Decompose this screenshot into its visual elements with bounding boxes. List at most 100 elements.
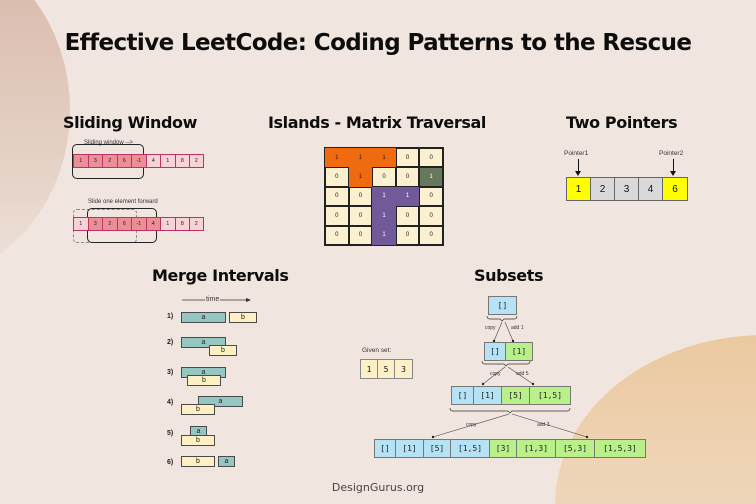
array-cell: 5 bbox=[378, 360, 395, 378]
interval-b: b bbox=[187, 375, 221, 386]
matrix-cell: 0 bbox=[395, 148, 420, 168]
subset-cell: [1,5] bbox=[451, 440, 490, 457]
array-cell: 3 bbox=[87, 154, 102, 168]
array-cell: 6 bbox=[116, 217, 131, 231]
array-cell: 3 bbox=[87, 217, 102, 231]
subset-cell: [1,5,3] bbox=[595, 440, 645, 457]
edge-label-copy: copy bbox=[466, 422, 477, 428]
sliding-window-array-1: 1 3 2 6 -1 4 1 8 2 bbox=[73, 154, 204, 168]
decorative-blob-right bbox=[555, 335, 756, 504]
array-cell: 1 bbox=[361, 360, 378, 378]
array-cell: 3 bbox=[615, 178, 639, 200]
matrix-cell: 1 bbox=[325, 148, 349, 168]
array-cell: 1 bbox=[160, 154, 175, 168]
array-cell: 6 bbox=[663, 178, 687, 200]
matrix-cell: 1 bbox=[348, 167, 373, 187]
pointer2-label: Pointer2 bbox=[659, 150, 684, 157]
matrix-cell: 0 bbox=[395, 167, 420, 187]
matrix-cell: 0 bbox=[395, 225, 420, 245]
islands-title: Islands - Matrix Traversal bbox=[268, 113, 486, 132]
subset-cell: [] bbox=[375, 440, 396, 457]
case-label: 6) bbox=[167, 459, 174, 466]
array-cell: 2 bbox=[102, 154, 117, 168]
time-axis-label: time bbox=[205, 296, 221, 303]
subset-cell: [1,5] bbox=[530, 387, 570, 404]
subset-cell: [5,3] bbox=[556, 440, 595, 457]
island-matrix: 1 1 1 0 0 0 1 0 0 1 0 0 1 1 0 0 0 1 0 0 … bbox=[324, 147, 444, 246]
subsets-title: Subsets bbox=[474, 266, 544, 285]
array-cell: 1 bbox=[567, 178, 591, 200]
array-cell: 8 bbox=[174, 217, 189, 231]
sliding-window-array-2: 1 3 2 6 -1 4 1 8 2 bbox=[73, 217, 204, 231]
array-cell: 1 bbox=[73, 217, 88, 231]
interval-b: b bbox=[181, 456, 215, 467]
matrix-cell: 0 bbox=[348, 186, 373, 207]
interval-b: b bbox=[209, 345, 237, 356]
interval-a: a bbox=[181, 337, 226, 348]
case-label: 3) bbox=[167, 369, 174, 376]
interval-a: a bbox=[198, 396, 243, 407]
array-cell: 4 bbox=[145, 217, 160, 231]
edge-label-copy: copy bbox=[490, 371, 501, 377]
matrix-cell: 1 bbox=[372, 206, 396, 226]
array-cell: 2 bbox=[102, 217, 117, 231]
subset-cell: [5] bbox=[502, 387, 530, 404]
footer-brand: DesignGurus.org bbox=[331, 481, 425, 494]
edge-label-add3: add 3 bbox=[537, 422, 550, 428]
slide-forward-caption: Slide one element forward bbox=[88, 199, 158, 205]
edge-label-add5: add 5 bbox=[516, 371, 529, 377]
case-label: 2) bbox=[167, 339, 174, 346]
subset-cell: [1] bbox=[506, 343, 532, 360]
interval-b: b bbox=[229, 312, 257, 323]
given-set-array: 1 5 3 bbox=[360, 359, 413, 379]
subset-level-0: [] bbox=[488, 296, 517, 315]
array-cell: 2 bbox=[189, 154, 204, 168]
case-label: 1) bbox=[167, 313, 174, 320]
matrix-cell: 1 bbox=[395, 186, 420, 207]
matrix-cell: 1 bbox=[348, 148, 373, 168]
subset-level-3: [] [1] [5] [1,5] [3] [1,3] [5,3] [1,5,3] bbox=[374, 439, 646, 458]
array-cell: 6 bbox=[116, 154, 131, 168]
subset-cell: [1] bbox=[474, 387, 502, 404]
two-pointers-title: Two Pointers bbox=[566, 113, 678, 132]
matrix-cell: 0 bbox=[325, 167, 349, 187]
array-cell: -1 bbox=[131, 217, 146, 231]
matrix-cell: 0 bbox=[419, 148, 443, 168]
array-cell: 2 bbox=[189, 217, 204, 231]
matrix-cell: 0 bbox=[419, 225, 443, 245]
given-set-label: Given set: bbox=[362, 347, 392, 354]
array-cell: 8 bbox=[174, 154, 189, 168]
interval-b: b bbox=[181, 435, 215, 446]
matrix-cell: 1 bbox=[372, 225, 396, 245]
array-cell: 3 bbox=[395, 360, 412, 378]
subset-cell: [5] bbox=[424, 440, 451, 457]
array-cell: 1 bbox=[73, 154, 88, 168]
array-cell: 2 bbox=[591, 178, 615, 200]
array-cell: -1 bbox=[131, 154, 146, 168]
subset-cell: [1,3] bbox=[517, 440, 556, 457]
merge-intervals-title: Merge Intervals bbox=[152, 266, 289, 285]
subset-cell: [] bbox=[452, 387, 474, 404]
sliding-window-title: Sliding Window bbox=[63, 113, 197, 132]
interval-a: a bbox=[218, 456, 235, 467]
interval-b: b bbox=[181, 404, 215, 415]
array-cell: 1 bbox=[160, 217, 175, 231]
pointer2-arrow-icon bbox=[670, 159, 676, 176]
edge-label-add1: add 1 bbox=[511, 325, 524, 331]
matrix-cell: 0 bbox=[419, 186, 443, 207]
matrix-cell: 1 bbox=[372, 186, 396, 207]
matrix-cell: 0 bbox=[395, 206, 420, 226]
matrix-cell: 1 bbox=[419, 167, 443, 187]
subset-level-2: [] [1] [5] [1,5] bbox=[451, 386, 571, 405]
interval-a: a bbox=[181, 312, 226, 323]
case-label: 5) bbox=[167, 430, 174, 437]
matrix-cell: 1 bbox=[372, 148, 396, 168]
page-title: Effective LeetCode: Coding Patterns to t… bbox=[64, 30, 692, 56]
matrix-cell: 0 bbox=[325, 225, 349, 245]
sliding-window-caption: Sliding window --> bbox=[84, 140, 133, 146]
case-label: 4) bbox=[167, 399, 174, 406]
pointer1-arrow-icon bbox=[575, 159, 581, 176]
two-pointers-array: 1 2 3 4 6 bbox=[566, 177, 688, 201]
matrix-cell: 0 bbox=[348, 225, 373, 245]
matrix-cell: 0 bbox=[372, 167, 396, 187]
